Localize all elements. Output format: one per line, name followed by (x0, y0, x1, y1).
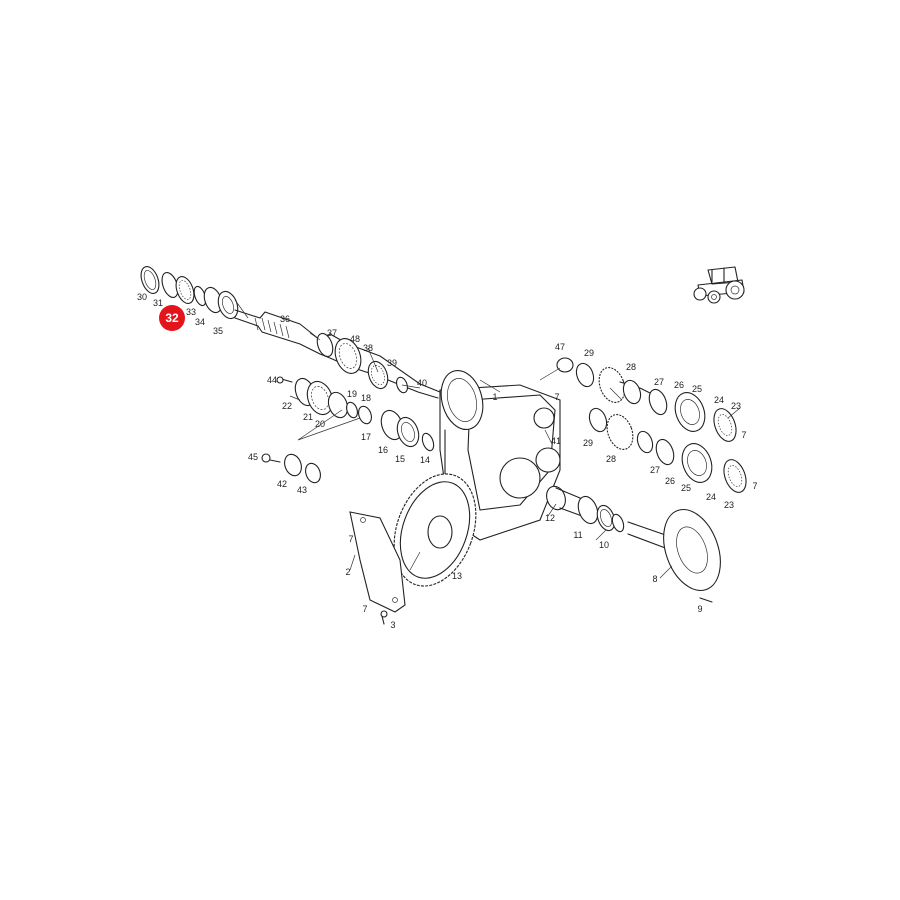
callout-22[interactable]: 22 (282, 401, 292, 411)
callout-7[interactable]: 7 (554, 392, 559, 402)
callout-7[interactable]: 7 (741, 430, 746, 440)
callout-26[interactable]: 26 (674, 380, 684, 390)
callout-27[interactable]: 27 (654, 377, 664, 387)
callout-7[interactable]: 7 (362, 604, 367, 614)
upper-right-gear-train (556, 357, 737, 442)
highlight-badge-label: 32 (165, 311, 179, 325)
callout-38[interactable]: 38 (363, 343, 373, 353)
upper-shaft-assembly (140, 266, 441, 399)
callout-36[interactable]: 36 (280, 314, 290, 324)
callout-42[interactable]: 42 (277, 479, 287, 489)
callout-18[interactable]: 18 (361, 393, 371, 403)
callout-12[interactable]: 12 (545, 513, 555, 523)
callout-15[interactable]: 15 (395, 454, 405, 464)
callout-35[interactable]: 35 (213, 326, 223, 336)
callout-43[interactable]: 43 (297, 485, 307, 495)
callout-13[interactable]: 13 (452, 571, 462, 581)
side-cover-plate (349, 511, 406, 625)
tractor-icon (693, 266, 745, 304)
callout-25[interactable]: 25 (681, 483, 691, 493)
callout-14[interactable]: 14 (420, 455, 430, 465)
callout-28[interactable]: 28 (606, 454, 616, 464)
callout-26[interactable]: 26 (665, 476, 675, 486)
callout-39[interactable]: 39 (387, 358, 397, 368)
callout-29[interactable]: 29 (584, 348, 594, 358)
callout-10[interactable]: 10 (599, 540, 609, 550)
callout-1[interactable]: 1 (492, 392, 497, 402)
output-shaft-and-flange (546, 485, 721, 603)
callout-40[interactable]: 40 (417, 378, 427, 388)
callout-37[interactable]: 37 (327, 328, 337, 338)
callout-34[interactable]: 34 (195, 317, 205, 327)
leader-lines (234, 299, 741, 579)
middle-gear-group (261, 376, 435, 484)
callout-20[interactable]: 20 (315, 419, 325, 429)
callout-29[interactable]: 29 (583, 438, 593, 448)
callout-41[interactable]: 41 (551, 436, 561, 446)
callout-2[interactable]: 2 (345, 567, 350, 577)
ring-gear (393, 473, 477, 587)
callout-45[interactable]: 45 (248, 452, 258, 462)
callout-16[interactable]: 16 (378, 445, 388, 455)
callout-9[interactable]: 9 (697, 604, 702, 614)
callout-3[interactable]: 3 (390, 620, 395, 630)
callout-48[interactable]: 48 (350, 334, 360, 344)
lower-right-gear-train (588, 407, 747, 493)
callout-7[interactable]: 7 (752, 481, 757, 491)
callout-31[interactable]: 31 (153, 298, 163, 308)
callout-21[interactable]: 21 (303, 412, 313, 422)
callout-11[interactable]: 11 (573, 530, 582, 540)
callout-23[interactable]: 23 (731, 401, 741, 411)
callout-7[interactable]: 7 (348, 534, 353, 544)
callout-44[interactable]: 44 (267, 375, 277, 385)
callout-28[interactable]: 28 (626, 362, 636, 372)
callout-27[interactable]: 27 (650, 465, 660, 475)
callout-8[interactable]: 8 (652, 574, 657, 584)
callout-25[interactable]: 25 (692, 384, 702, 394)
callout-24[interactable]: 24 (714, 395, 724, 405)
callout-47[interactable]: 47 (555, 342, 565, 352)
callout-24[interactable]: 24 (706, 492, 716, 502)
callout-19[interactable]: 19 (347, 389, 357, 399)
highlight-badge[interactable]: 32 (159, 305, 185, 331)
callout-23[interactable]: 23 (724, 500, 734, 510)
callout-30[interactable]: 30 (137, 292, 147, 302)
callout-33[interactable]: 33 (186, 307, 196, 317)
callout-17[interactable]: 17 (361, 432, 371, 442)
